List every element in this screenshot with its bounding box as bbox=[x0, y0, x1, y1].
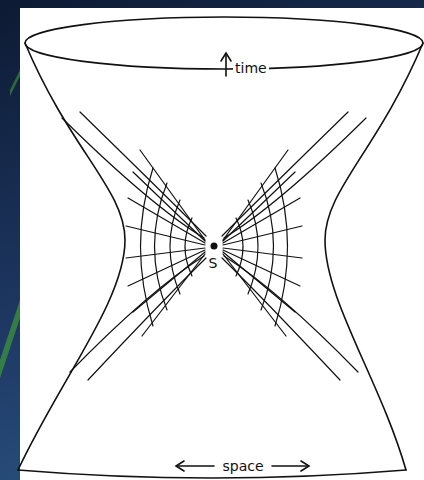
event-label: S bbox=[207, 255, 220, 271]
space-label: space bbox=[220, 458, 265, 474]
slide-panel bbox=[20, 8, 424, 480]
time-label: time bbox=[233, 60, 269, 76]
